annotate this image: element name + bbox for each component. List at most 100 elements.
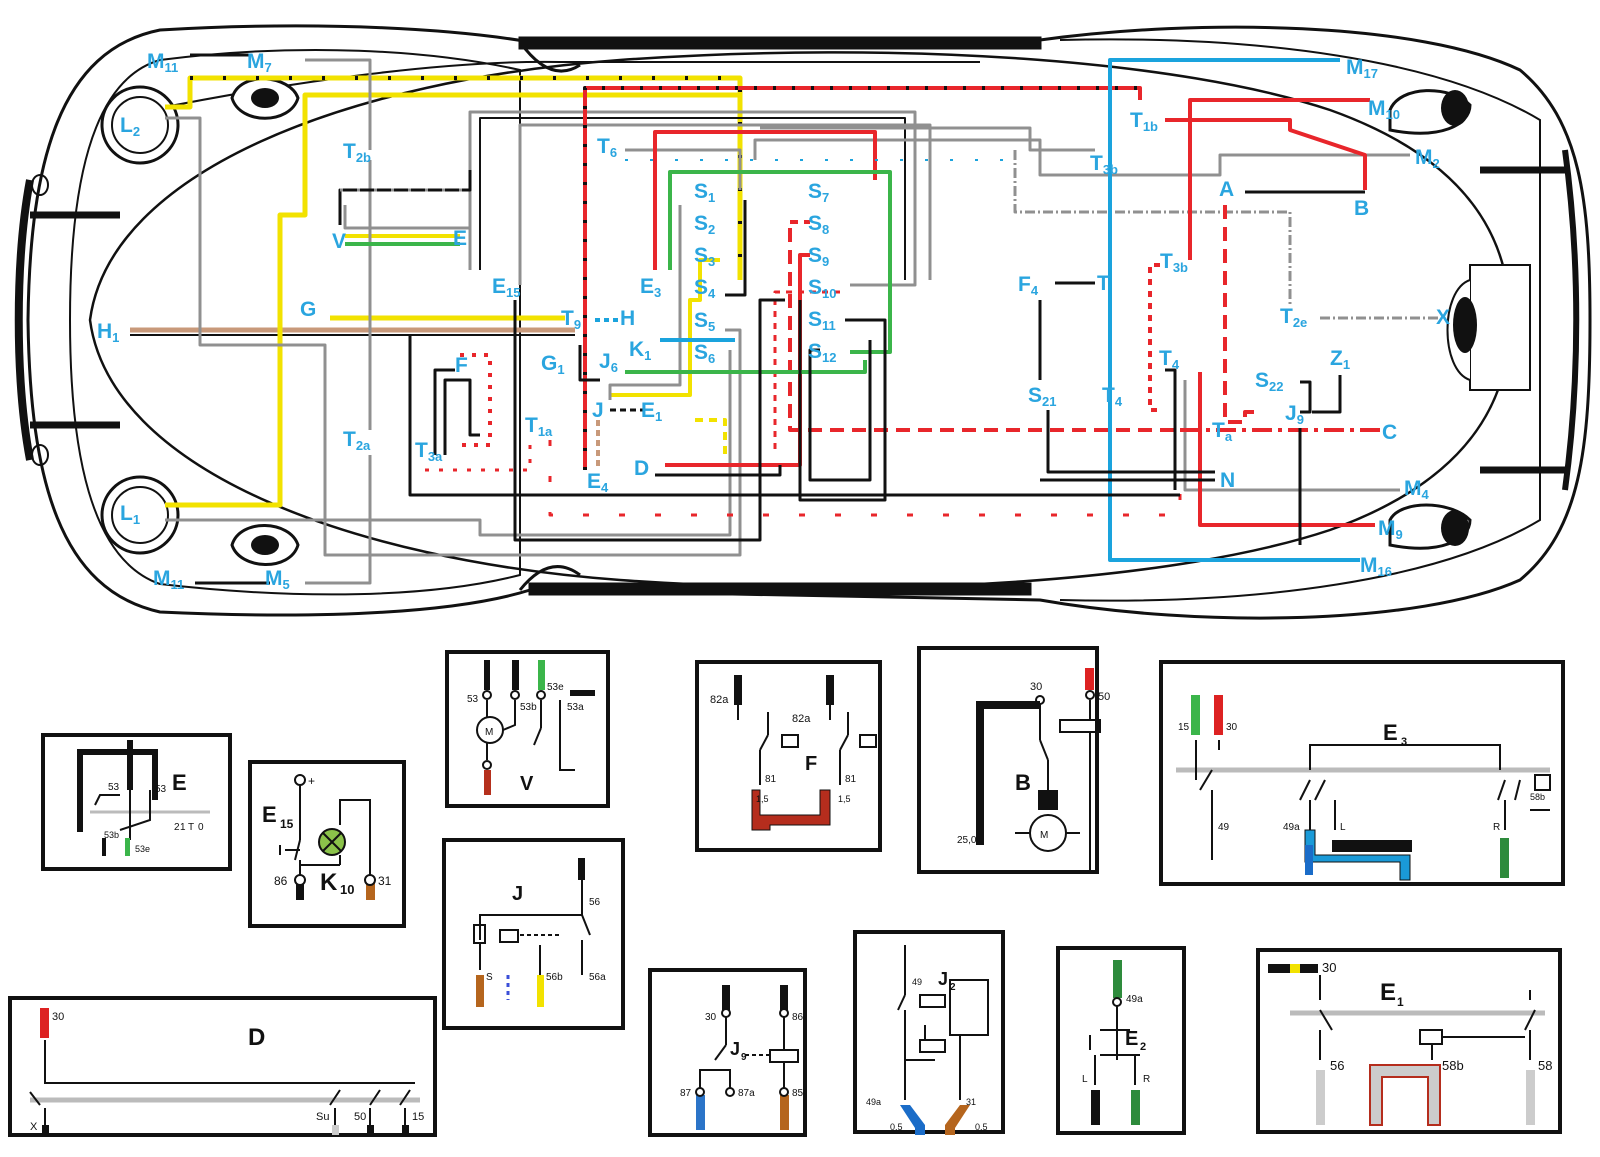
inset-j2-pin-05a: 0,5	[890, 1122, 903, 1132]
wire-red-a-ta	[1223, 205, 1260, 424]
wire-black-d	[655, 465, 782, 477]
inset-e3-pin-r: R	[1493, 822, 1500, 833]
label-j9: J9	[1285, 402, 1304, 427]
inset-j-pin-s: S	[486, 972, 493, 983]
inset-e3-pin-15: 15	[1178, 722, 1190, 733]
inset-e3-pin-49: 49	[1218, 822, 1230, 833]
license-plate-lamp	[1446, 264, 1531, 391]
inset-e-pin-4: 53e	[135, 844, 150, 854]
taillight-top-lens	[1441, 90, 1469, 126]
inset-j2-pin-31: 31	[966, 1097, 976, 1107]
sill-top	[518, 36, 1042, 50]
label-h: H	[620, 307, 635, 330]
label-m9: M9	[1378, 517, 1403, 542]
label-l1: L1	[120, 502, 140, 527]
inset-e1-pin-58: 58	[1538, 1058, 1552, 1073]
wire-gray-m2-t3b	[760, 126, 1095, 152]
wire-red-f	[455, 353, 492, 447]
inset-b-pin-m: M	[1040, 830, 1048, 841]
wire-black-t4	[1165, 368, 1177, 490]
inset-k10-lamp-sub: 10	[340, 882, 354, 897]
running-board-bottom	[518, 565, 581, 591]
inset-d-pin-50: 50	[354, 1111, 366, 1123]
label-t: T	[1097, 272, 1110, 295]
wire-black-s12	[808, 340, 872, 482]
inset-k10-pin-31: 31	[378, 874, 392, 888]
wire-red-m10	[1188, 98, 1370, 260]
label-s22: S22	[1255, 369, 1283, 394]
wire-gray-front-loop	[165, 116, 742, 557]
label-j6: J6	[599, 350, 618, 375]
wire-gray-upper-loop-2	[479, 117, 906, 280]
label-l2: L2	[120, 114, 140, 139]
label-s5: S5	[694, 309, 715, 334]
inset-v-pin-4: 53a	[567, 702, 584, 713]
label-t2e: T2e	[1280, 305, 1307, 330]
indicator-bottom-lens	[251, 535, 279, 555]
label-s9: S9	[808, 244, 829, 269]
inset-f-pin-81-2: 81	[845, 774, 857, 785]
label-x: X	[1436, 306, 1450, 329]
label-g: G	[300, 298, 316, 321]
inset-j9-pin-30: 30	[705, 1012, 717, 1023]
inset-j9: J 9 30 86 87 87a 85	[648, 968, 807, 1137]
inset-e1-pin-30: 30	[1322, 960, 1336, 975]
hood-panel	[68, 48, 521, 596]
label-f4: F4	[1018, 273, 1039, 298]
inset-e2-title-sub: 2	[1140, 1041, 1146, 1053]
inset-j9-pin-87a: 87a	[738, 1088, 755, 1099]
inset-e1: E 1 30 56 58b 58	[1256, 948, 1562, 1134]
wire-black-s4	[725, 200, 747, 297]
label-m5: M5	[265, 567, 290, 592]
wire-red-b	[1165, 118, 1367, 190]
inset-e-pin-2: 53	[155, 784, 167, 795]
label-t2b: T2b	[343, 140, 371, 165]
label-z1: Z1	[1330, 347, 1350, 372]
indicator-top-lens	[251, 88, 279, 108]
wire-gray-m2	[753, 138, 1410, 177]
wire-black-t3a-f-2	[443, 378, 480, 455]
inset-e3-title-sub: 3	[1401, 736, 1407, 748]
label-f: F	[455, 354, 468, 377]
inset-e3: E 3 15 30 49 49a L R 58b	[1159, 660, 1565, 886]
wire-black-s22	[1300, 380, 1312, 414]
label-e1: E1	[641, 399, 662, 424]
label-e4: E4	[587, 470, 609, 495]
label-e15: E15	[492, 275, 520, 300]
label-t1a: T1a	[525, 414, 553, 439]
inset-d: D 30 X Su 50 15	[8, 996, 437, 1137]
label-m11-bot: M11	[153, 567, 184, 592]
inset-f: 82a 82a 81 81 1,5 1,5 F	[695, 660, 882, 852]
inset-j2-pin-49a: 49a	[866, 1097, 881, 1107]
wire-yellow-l1	[165, 92, 740, 508]
wire-gray-m7-t2b	[305, 58, 372, 150]
label-t6: T6	[597, 135, 617, 160]
wire-black-z1	[1312, 375, 1342, 414]
wire-gray-front-loop-b	[165, 350, 732, 537]
inset-k10: E 15 K 10 86 31 +	[248, 760, 406, 928]
inset-e2-title: E	[1125, 1028, 1138, 1050]
label-m4: M4	[1404, 477, 1430, 502]
inset-k10-pin-86: 86	[274, 874, 288, 888]
wire-gray-s-column	[608, 205, 682, 400]
inset-v-pin-3: 53e	[547, 682, 564, 693]
inset-e-pin-6: 1	[180, 822, 186, 833]
inset-e3-pin-l: L	[1340, 822, 1346, 833]
label-s4: S4	[694, 276, 716, 301]
wiring-harness	[130, 53, 1440, 585]
fog-light-bottom	[31, 444, 49, 466]
inset-v-pin-1: 53	[467, 694, 479, 705]
inset-k10-switch-label: E	[262, 802, 277, 827]
inset-e3-title: E	[1383, 720, 1398, 745]
label-s10: S10	[808, 276, 836, 301]
car-body	[14, 24, 1592, 620]
inset-e3-pin-30: 30	[1226, 722, 1238, 733]
inset-d-pin-su: Su	[316, 1111, 329, 1123]
label-s1: S1	[694, 180, 715, 205]
headlight-left-top	[100, 85, 180, 165]
inset-e1-title-sub: 1	[1397, 995, 1404, 1009]
inset-j9-pin-85: 85	[792, 1088, 804, 1099]
inset-e: E 53 53 53b 53e 2 1 T 0	[41, 733, 232, 871]
wire-black-g1	[578, 345, 600, 382]
